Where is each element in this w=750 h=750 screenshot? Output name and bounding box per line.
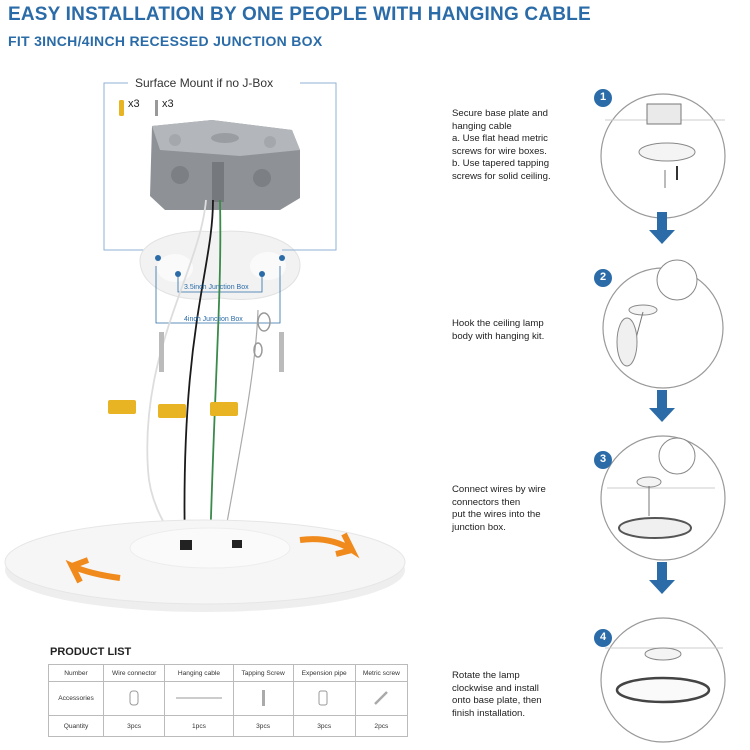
steps-panel <box>594 89 726 743</box>
surface-mount-frame <box>103 82 156 251</box>
wire-connector <box>158 404 186 418</box>
step-3-illustration <box>600 435 726 561</box>
down-arrow-icon <box>649 390 675 422</box>
screw <box>159 332 164 372</box>
tapping-screw-icon <box>232 681 294 716</box>
table-row: Quantity 3pcs 1pcs 3pcs 3pcs 2pcs <box>48 715 409 737</box>
product-list-title: PRODUCT LIST <box>50 646 132 658</box>
wire-connector-icon <box>102 681 166 716</box>
anchor-count: x3 <box>128 98 140 110</box>
step-4-number: 4 <box>599 631 607 643</box>
step-1-badge <box>594 89 612 107</box>
green-wire <box>209 199 222 551</box>
surface-mount-label: Surface Mount if no J-Box <box>132 76 277 90</box>
step-1-number: 1 <box>599 91 607 103</box>
junction-3inch-label: 3.5inch Junction Box <box>184 284 249 291</box>
step-3-badge <box>594 451 612 469</box>
step-3-number: 3 <box>599 453 607 465</box>
junction-box <box>150 120 300 210</box>
step-2-illustration <box>602 259 724 389</box>
step-2-badge <box>594 269 612 287</box>
table-row: Accessories <box>48 681 409 716</box>
screw-icon <box>155 100 158 116</box>
step-2-number: 2 <box>599 271 607 283</box>
screw-count: x3 <box>162 98 174 110</box>
anchor-icon <box>119 100 124 116</box>
junction-4inch-label: 4inch Junction Box <box>184 316 243 323</box>
wire-connector <box>108 400 136 414</box>
step-4-badge <box>594 629 612 647</box>
table-row: Number Wire connector Hanging cable Tapp… <box>48 664 409 682</box>
hanging-cable <box>221 309 259 551</box>
page-subtitle: FIT 3INCH/4INCH RECESSED JUNCTION BOX <box>8 33 323 49</box>
metric-screw-icon <box>354 681 409 716</box>
hanging-cable-icon <box>164 681 234 716</box>
down-arrow-icon <box>649 212 675 244</box>
lamp-body <box>4 519 406 612</box>
wire-connector <box>210 402 238 416</box>
product-list-table: Number Wire connector Hanging cable Tapp… <box>48 664 409 737</box>
rotate-arrow <box>299 532 360 559</box>
screw <box>279 332 284 372</box>
step-4-illustration <box>600 617 726 743</box>
step-1-illustration <box>600 93 726 219</box>
hanging-hook <box>257 312 271 332</box>
down-arrow-icon <box>649 562 675 594</box>
exploded-diagram <box>4 82 406 612</box>
expansion-pipe-icon <box>292 681 356 716</box>
page-title: EASY INSTALLATION BY ONE PEOPLE WITH HAN… <box>8 4 591 25</box>
black-wire <box>183 199 214 551</box>
rotate-arrow <box>65 557 121 584</box>
